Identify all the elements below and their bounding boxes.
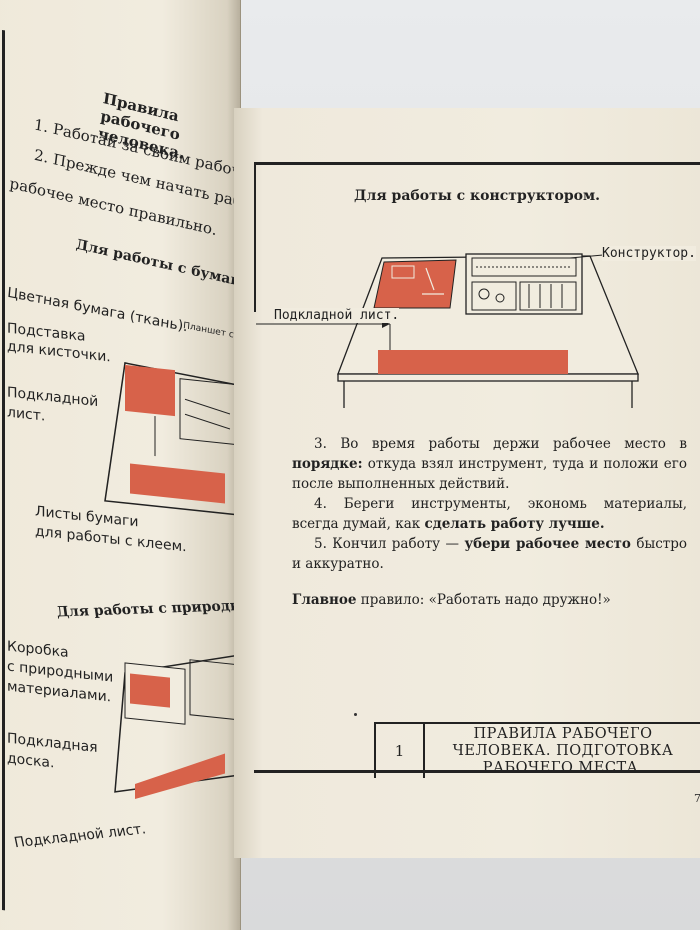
label-mat-2: лист.	[7, 404, 46, 425]
constructor-heading: Для работы с конструктором.	[354, 188, 600, 204]
left-page-content: Правила рабочего человека. 1. Работай за…	[2, 30, 240, 930]
craft-book	[373, 259, 457, 309]
page-number: 7	[694, 792, 700, 805]
rule-3: 3. Во время работы держи рабочее место в…	[292, 436, 687, 492]
rule-4: 4. Береги инструменты, экономь материалы…	[292, 496, 687, 532]
table-edge	[337, 373, 639, 382]
chapter-number: 1	[376, 724, 425, 778]
frame-left-rule	[254, 162, 256, 312]
bottom-rule	[254, 770, 700, 773]
left-page: Правила рабочего человека. 1. Работай за…	[0, 0, 241, 930]
rule-5: 5. Кончил работу — убери рабочее место б…	[292, 536, 687, 572]
natural-work-illustration	[114, 654, 240, 799]
paper-work-illustration	[104, 362, 236, 516]
label-box-1: Коробка	[7, 638, 69, 662]
print-dot	[354, 713, 357, 716]
label-underlay: Подкладной лист.	[274, 308, 400, 323]
rules-text: 3. Во время работы держи рабочее место в…	[292, 434, 687, 574]
frame-top-rule	[254, 162, 700, 165]
label-sheets-2: для работы с клеем.	[35, 523, 187, 556]
main-rule: Главное правило: «Работать надо дружно!»	[292, 592, 611, 608]
constructor-diagram: Конструктор. Подкладной лист.	[254, 238, 700, 418]
label-sheet: Подкладной лист.	[12, 821, 148, 852]
label-constructor: Конструктор.	[602, 246, 696, 261]
underlay-sheet	[378, 350, 568, 374]
right-page: Для работы с конструктором.	[234, 108, 700, 858]
label-board-2: доска.	[7, 750, 55, 772]
constructor-kit	[465, 253, 583, 315]
chapter-box: 1 ПРАВИЛА РАБОЧЕГО ЧЕЛОВЕКА. ПОДГОТОВКА …	[374, 722, 700, 778]
chapter-title: ПРАВИЛА РАБОЧЕГО ЧЕЛОВЕКА. ПОДГОТОВКА РА…	[452, 726, 674, 776]
